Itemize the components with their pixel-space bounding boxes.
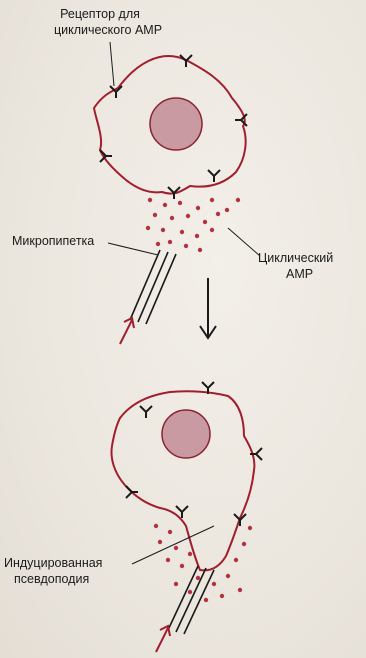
- pseudopod-label-line1: Индуцированная: [4, 556, 102, 570]
- camp-label-line1: Циклический: [258, 251, 333, 265]
- receptor-label-line1: Рецептор для: [60, 7, 140, 21]
- micropipette-leader-line: [108, 243, 158, 255]
- receptor-label-line2: циклического AMP: [54, 23, 162, 37]
- camp-leader-line: [228, 228, 260, 256]
- bottom-cell-nucleus: [162, 410, 210, 458]
- camp-label-line2: AMP: [286, 267, 313, 281]
- receptor-leader-line: [110, 42, 114, 86]
- micropipette-label: Микропипетка: [12, 234, 94, 248]
- top-red-arrow: [120, 318, 134, 344]
- receptor-icon: [180, 55, 192, 67]
- bottom-cell: [112, 382, 263, 570]
- top-camp-dots: [146, 198, 240, 252]
- pseudopod-label-line2: псевдоподия: [14, 572, 89, 586]
- bottom-camp-dots: [154, 524, 252, 602]
- top-cell-nucleus: [150, 98, 202, 150]
- receptor-icon: [208, 170, 220, 182]
- pseudopod-leader-line: [132, 526, 214, 564]
- receptor-icon: [140, 406, 152, 418]
- top-micropipette: [130, 250, 176, 324]
- transition-arrow-icon: [200, 278, 216, 338]
- bottom-red-arrow: [156, 626, 170, 652]
- top-cell: [94, 55, 247, 199]
